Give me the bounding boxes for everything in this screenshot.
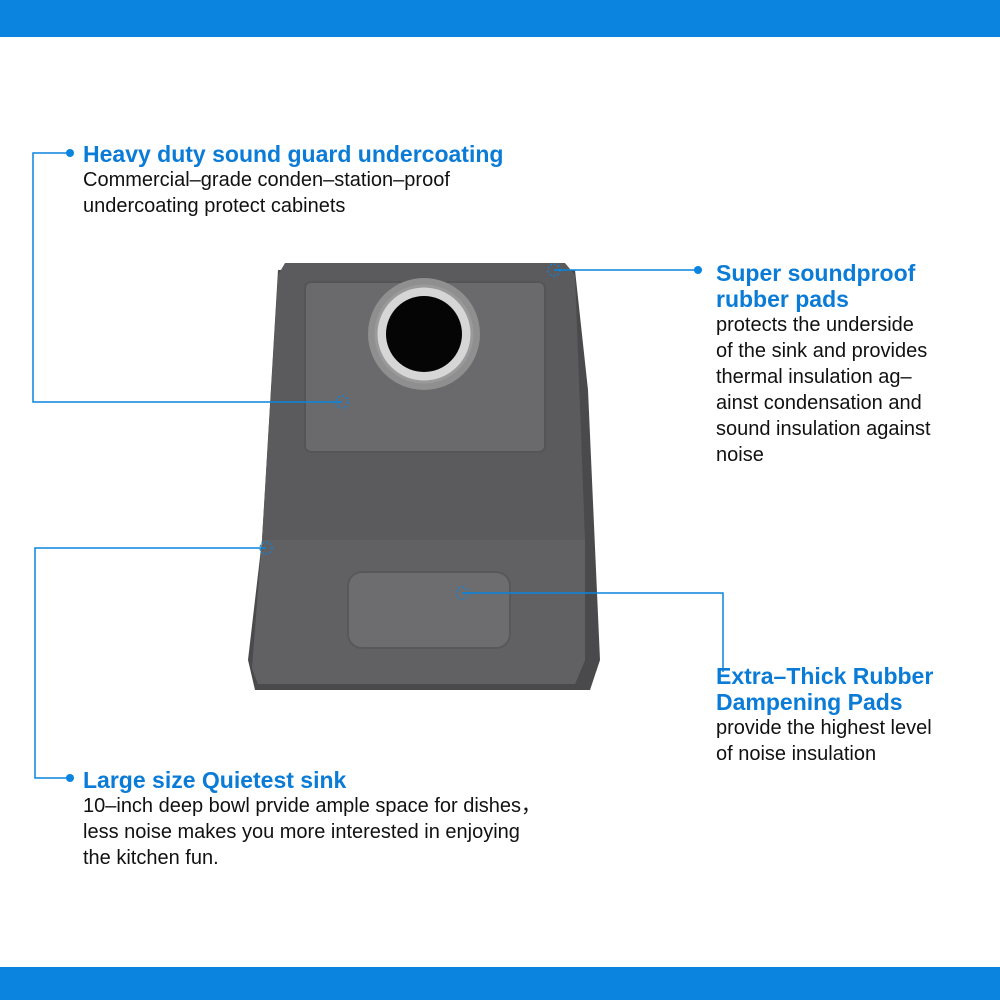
callout-title: Heavy duty sound guard undercoating: [83, 141, 504, 167]
top-accent-bar: [0, 0, 1000, 37]
callout-desc-line: protects the underside: [716, 314, 914, 336]
callout-title: Dampening Pads: [716, 689, 903, 715]
callout-desc-line: undercoating protect cabinets: [83, 195, 346, 217]
callout-desc-line: the kitchen fun.: [83, 847, 219, 869]
callout-desc-line: thermal insulation ag–: [716, 366, 912, 388]
callout-title: Super soundproof: [716, 260, 916, 286]
front-dampening-pad: [347, 571, 511, 649]
callout-desc-line: ainst condensation and: [716, 392, 922, 414]
callout-desc-line: of noise insulation: [716, 743, 877, 765]
drain-hole: [386, 296, 462, 372]
callout-title: rubber pads: [716, 286, 849, 312]
callout-large-size: Large size Quietest sink 10–inch deep bo…: [83, 767, 643, 871]
callout-desc-line: of the sink and provides: [716, 340, 928, 362]
callout-soundproof-pads: Super soundproof rubber pads protects th…: [716, 260, 986, 468]
callout-title: Extra–Thick Rubber: [716, 663, 934, 689]
callout-desc-line: Commercial–grade conden–station–proof: [83, 169, 450, 191]
callout-desc-line: provide the highest level: [716, 717, 932, 739]
callout-desc-line: 10–inch deep bowl prvide ample space for…: [83, 795, 542, 817]
callout-desc-line: noise: [716, 444, 764, 466]
callout-desc-line: sound insulation against: [716, 418, 931, 440]
callout-title: Large size Quietest sink: [83, 767, 347, 793]
callout-dampening-pads: Extra–Thick Rubber Dampening Pads provid…: [716, 663, 996, 767]
bottom-accent-bar: [0, 967, 1000, 1000]
callout-desc-line: less noise makes you more interested in …: [83, 821, 520, 843]
callout-sound-guard: Heavy duty sound guard undercoating Comm…: [83, 141, 603, 219]
